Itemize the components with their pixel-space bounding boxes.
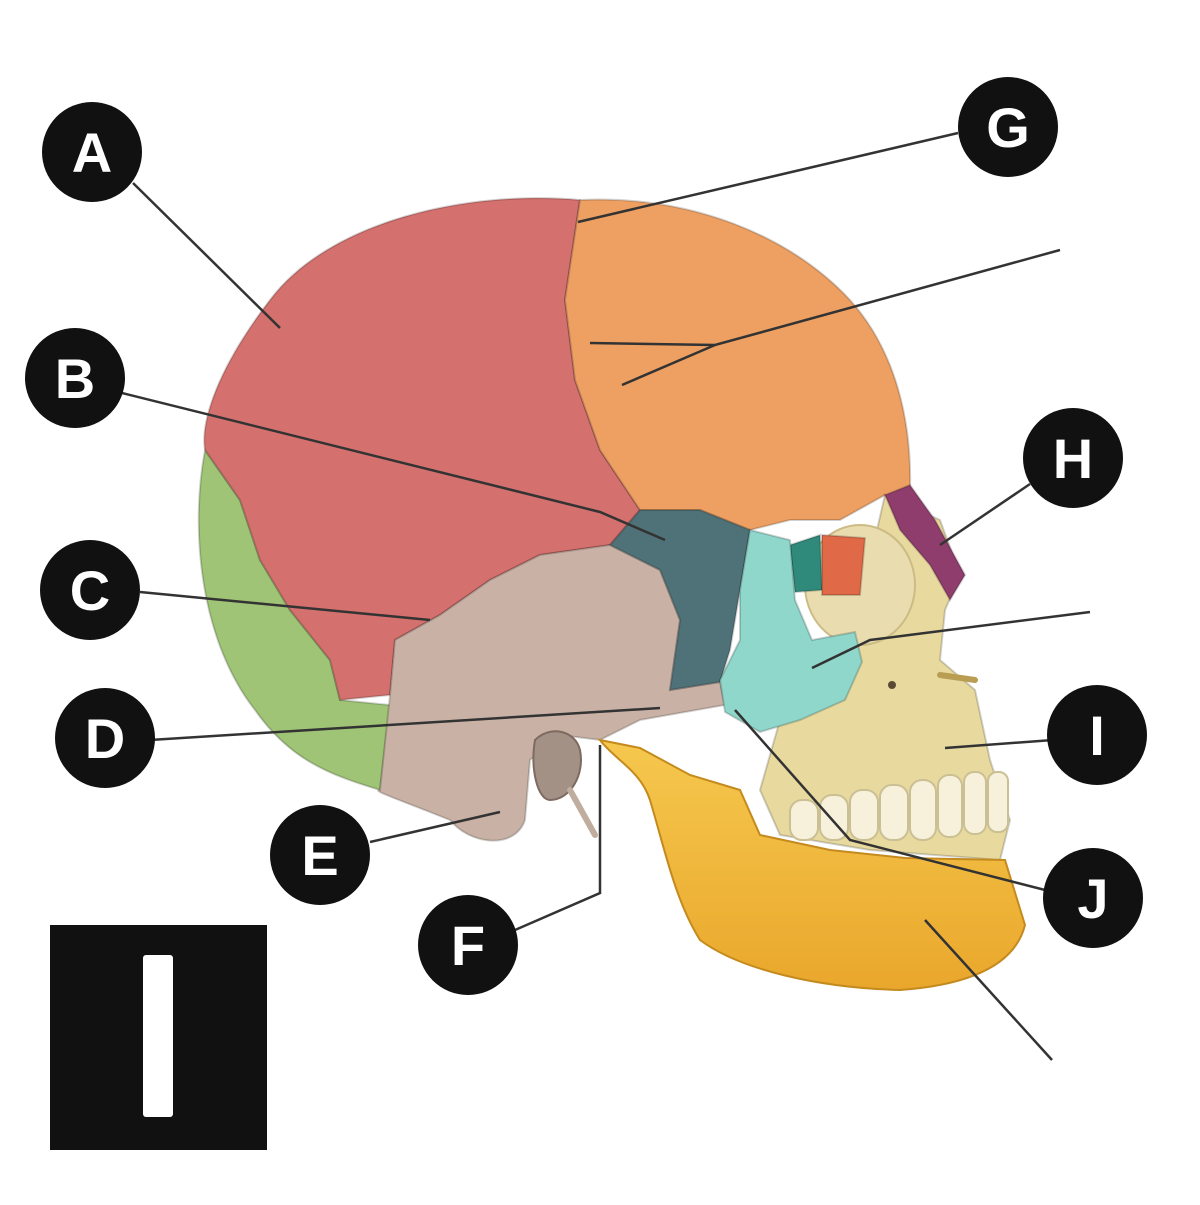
leader-line-e (369, 810, 501, 844)
lacrimal-bone (821, 533, 867, 596)
leader-line-h (939, 482, 1031, 547)
label-f: F (451, 914, 485, 977)
sphenoid-bone (608, 509, 752, 692)
label-j-marker: J (1043, 848, 1143, 948)
ethmoid-bone (788, 533, 824, 594)
leader-line-mandible (924, 919, 1053, 1061)
parietal-bone (203, 197, 642, 702)
tooth (849, 789, 879, 841)
leader-line-zygomatic (811, 610, 1091, 670)
leader-line-frontal-2 (621, 343, 716, 387)
leader-line-a (132, 182, 281, 329)
tooth (789, 799, 819, 841)
tooth (963, 771, 987, 835)
panel-label-box (50, 925, 267, 1150)
label-markers: A B C D E F G H (25, 77, 1147, 995)
external-acoustic-meatus (532, 730, 582, 802)
leader-line-b (121, 391, 666, 542)
zygomatic-bone (718, 528, 864, 734)
label-a-marker: A (42, 102, 142, 202)
leader-lines (121, 131, 1091, 1061)
label-f-marker: F (418, 895, 518, 995)
tooth (987, 771, 1009, 833)
leader-line-d (149, 706, 661, 742)
label-g: G (986, 96, 1030, 159)
skull (197, 197, 1027, 992)
frontal-bone (563, 198, 912, 532)
label-d-marker: D (55, 688, 155, 788)
label-b: B (55, 347, 95, 410)
leader-line-f (514, 745, 602, 932)
nasal-aperture (937, 672, 978, 683)
leader-line-i (944, 738, 1054, 750)
label-a: A (72, 121, 112, 184)
leader-line-g (577, 131, 959, 224)
label-j: J (1077, 867, 1108, 930)
panel-label-roman-numeral-i (143, 955, 173, 1117)
label-c: C (70, 559, 110, 622)
label-d: D (85, 707, 125, 770)
nasal-bone (883, 483, 967, 602)
label-b-marker: B (25, 328, 125, 428)
tooth (909, 779, 937, 841)
infraorbital-foramen (888, 681, 896, 689)
label-h-marker: H (1023, 408, 1123, 508)
label-e: E (301, 824, 338, 887)
tooth (879, 784, 909, 841)
label-c-marker: C (40, 540, 140, 640)
label-h: H (1053, 427, 1093, 490)
label-g-marker: G (958, 77, 1058, 177)
leader-line-c (139, 590, 431, 622)
styloid-process (567, 787, 598, 838)
label-i-marker: I (1047, 685, 1147, 785)
mandible-bone (597, 738, 1027, 992)
label-e-marker: E (270, 805, 370, 905)
leader-line-j (734, 709, 1046, 892)
tooth (937, 774, 963, 838)
label-i: I (1089, 704, 1105, 767)
